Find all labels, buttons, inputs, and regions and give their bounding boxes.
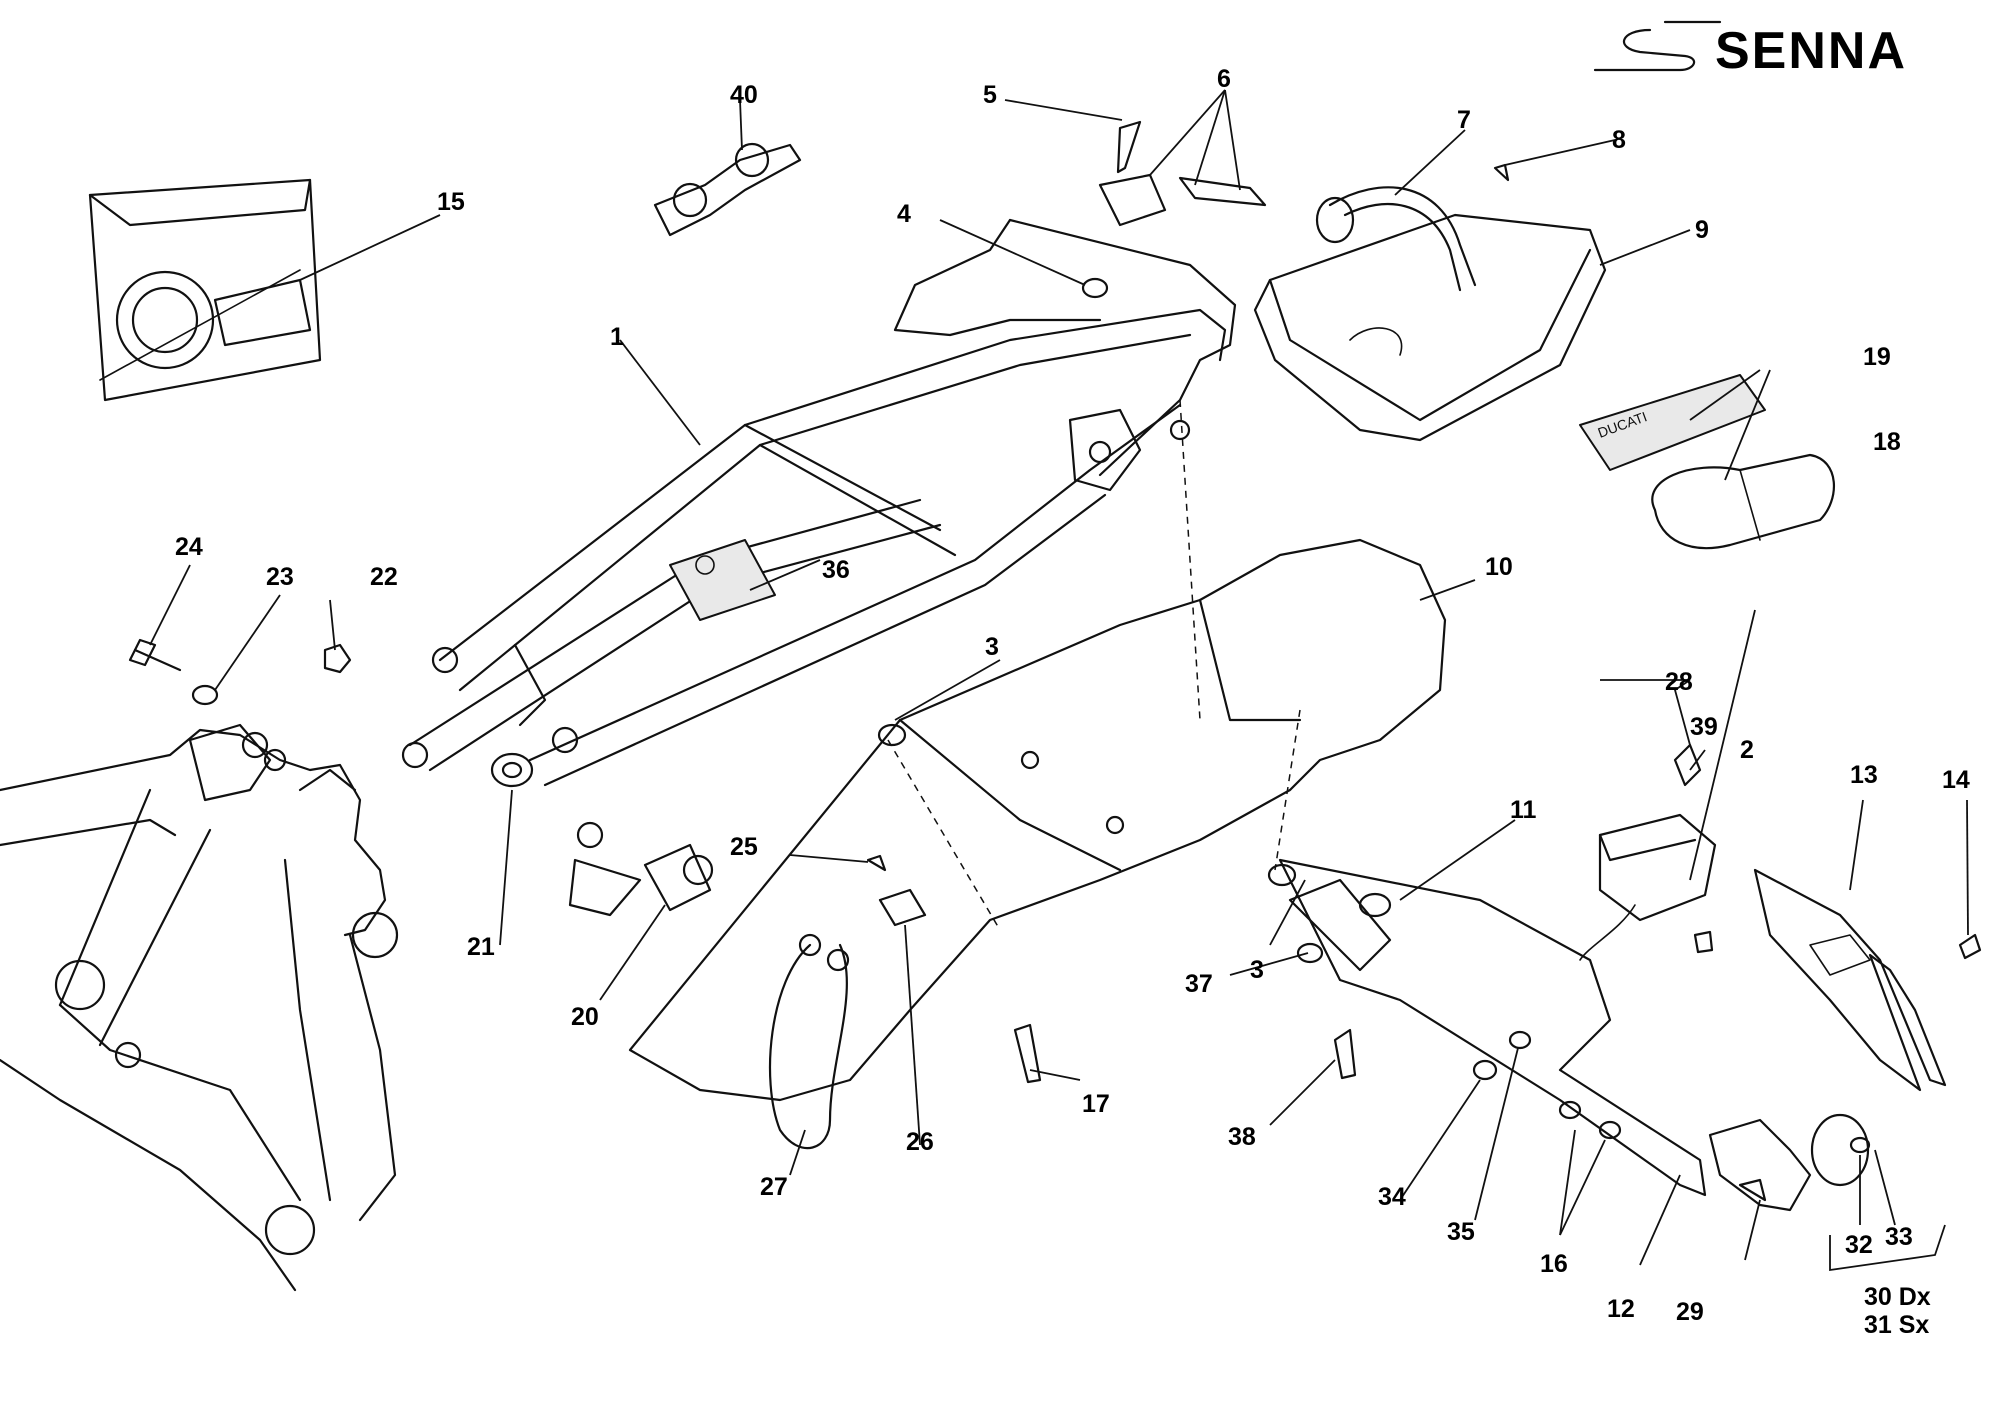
callout-33: 33 [1885,1223,1913,1251]
callout-1: 1 [610,323,624,351]
callout-18: 18 [1873,428,1901,456]
callout-9: 9 [1695,216,1709,244]
part-28-light-box [1579,743,1717,961]
callout-15: 15 [437,188,465,216]
leader-lines [149,89,1969,1272]
callout-27: 27 [760,1173,788,1201]
callout-19: 19 [1863,343,1891,371]
callout-36: 36 [822,556,850,584]
callout-6: 6 [1217,65,1231,93]
part-7-hose [1315,186,1477,292]
callout-31: 31 Sx [1864,1311,1929,1339]
callout-22: 22 [370,563,398,591]
callout-17: 17 [1082,1090,1110,1118]
part-10-undertray [628,538,1447,1102]
part-27-cable [768,933,850,1150]
part-40-bracket [653,142,802,237]
senna-s-logo-icon [1593,20,1722,72]
fasteners [128,120,1982,1202]
callout-28: 28 [1665,668,1693,696]
callout-34: 34 [1378,1183,1406,1211]
callout-21: 21 [467,933,495,961]
callout-13: 13 [1850,761,1878,789]
callout-2: 2 [1740,736,1754,764]
brand-name: SENNA [1715,22,1907,80]
main-frame-section [0,723,399,1292]
callout-37: 37 [1185,970,1213,998]
callout-3-upper: 3 [985,633,999,661]
callout-26: 26 [906,1128,934,1156]
callout-7: 7 [1457,106,1471,134]
callout-10: 10 [1485,553,1513,581]
guide-lines [887,399,1301,931]
brand-logo: SENNA [1593,20,1907,80]
callout-23: 23 [266,563,294,591]
callout-38: 38 [1228,1123,1256,1151]
rear-subframe [401,218,1237,917]
callouts: 1 2 3 3 4 5 6 7 8 9 10 11 12 13 14 15 16… [175,65,1970,1339]
callout-14: 14 [1942,766,1970,794]
part-18-bag [1651,453,1835,550]
callout-39: 39 [1690,713,1718,741]
callout-12: 12 [1607,1295,1635,1323]
part-19-manual: DUCATI [1579,374,1766,471]
callout-5: 5 [983,81,997,109]
callout-16: 16 [1540,1250,1568,1278]
callout-20: 20 [571,1003,599,1031]
part-15-pouch [88,178,322,402]
callout-4: 4 [897,200,911,228]
callout-32: 32 [1845,1231,1873,1259]
part-20-lock [643,843,714,912]
part-9-tray [1253,213,1607,442]
part-12-plate-bracket [1278,858,1707,1197]
callout-25: 25 [730,833,758,861]
part-30-31-indicator [1708,1113,1870,1212]
callout-24: 24 [175,533,203,561]
callout-11: 11 [1510,796,1537,824]
callout-35: 35 [1447,1218,1475,1246]
part-21-nut [490,752,534,788]
callout-29: 29 [1676,1298,1704,1326]
callout-3-lower: 3 [1250,956,1264,984]
callout-30: 30 Dx [1864,1283,1931,1311]
part-13-plate-holder [1753,868,1947,1092]
callout-8: 8 [1612,126,1626,154]
callout-40: 40 [730,81,758,109]
